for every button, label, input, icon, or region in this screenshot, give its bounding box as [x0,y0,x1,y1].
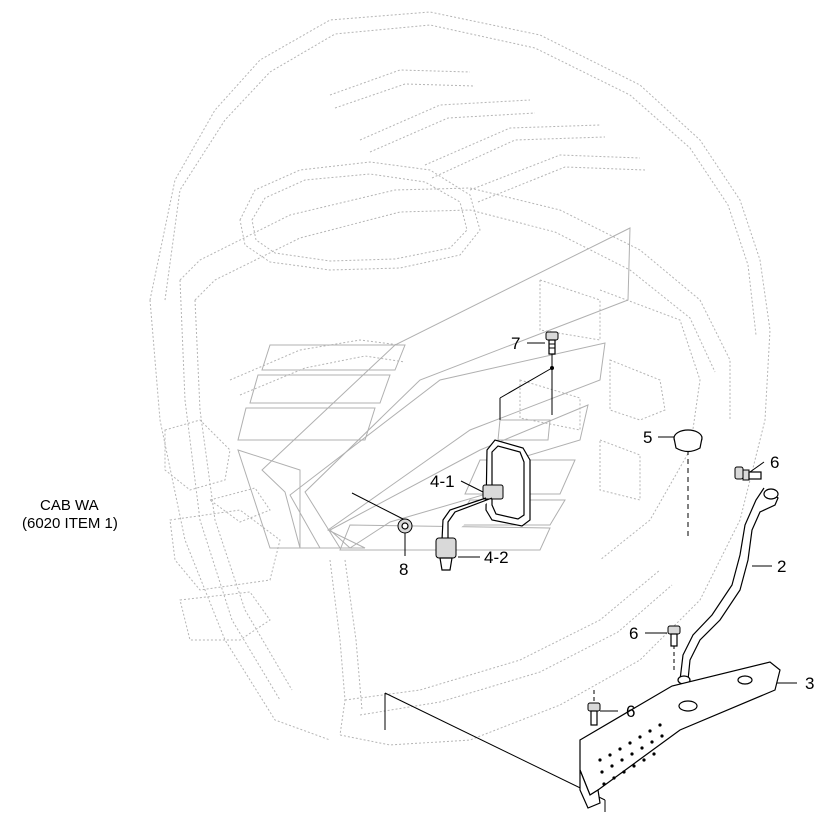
bracket-holes [598,723,664,786]
reference-label-line2: (6020 ITEM 1) [22,515,118,532]
mount-part-4-2 [435,537,457,571]
mirror-part-4-1 [441,439,531,541]
callout-leaders [404,342,797,712]
stripe-decal-ghost [237,227,631,551]
callout-2: 2 [777,557,786,576]
callout-6-middle: 6 [629,624,638,643]
callout-4-2: 4-2 [484,548,509,567]
handrail-part-2 [677,487,779,685]
callout-7: 7 [511,334,520,353]
bolt-part-7 [545,331,559,355]
callout-6-upper: 6 [770,453,779,472]
bolt-part-6-middle [667,625,681,647]
cap-part-5 [673,429,703,453]
callout-5: 5 [643,428,652,447]
assembly-lines [351,352,689,812]
bolt-part-6-lower [587,702,601,726]
bracket-part-3 [579,661,781,809]
callout-3: 3 [805,674,814,693]
callout-6-lower: 6 [626,702,635,721]
washer-part-8 [397,518,413,534]
cab-ghost-outline [149,11,771,746]
callout-8: 8 [399,560,408,579]
callout-4-1: 4-1 [430,472,455,491]
bolt-part-6-upper [734,466,762,481]
reference-label-line1: CAB WA [40,497,99,514]
